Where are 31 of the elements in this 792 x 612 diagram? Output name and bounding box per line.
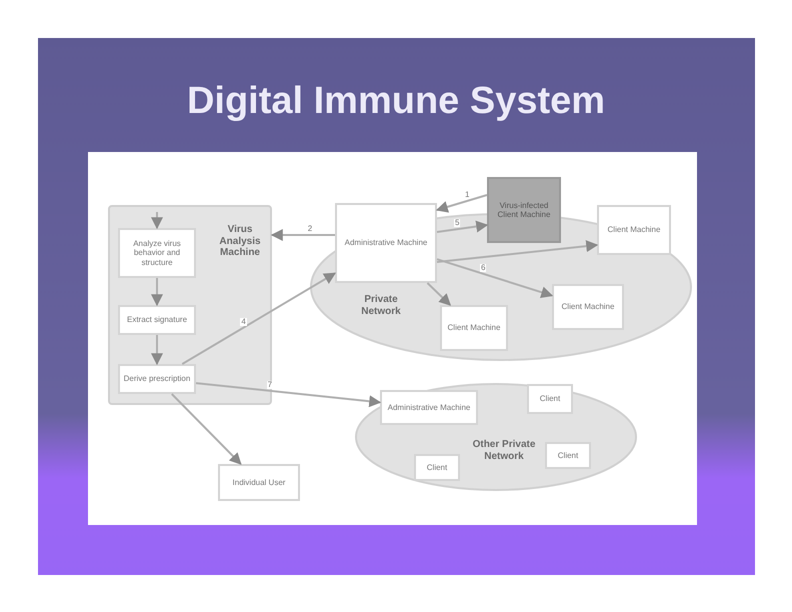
slide-title: Digital Immune System [186,80,606,123]
arrow [436,240,598,263]
machine-box: Client [545,442,591,469]
machine-box: Client Machine [552,284,624,330]
machine-box: Extract signature [118,305,196,335]
machine-box: Derive prescription [118,364,196,394]
machine-box: Client Machine [440,305,508,351]
network-label: Other Private Network [472,438,536,463]
machine-box: Client [527,384,573,414]
network-label: Virus Analysis Machine [218,223,262,260]
machine-box: Client Machine [597,205,671,255]
machine-box: Analyze virus behavior and structure [118,228,196,278]
machine-box: Administrative Machine [335,203,437,283]
arrow [182,272,336,365]
arrow [436,220,488,233]
arrow [436,258,554,298]
arrow [171,393,242,465]
network-label: Private Network [360,293,402,318]
machine-box: Client [414,454,460,481]
arrow [151,278,163,306]
infected-machine-box: Virus-infected Client Machine [487,177,561,243]
arrow [196,382,382,408]
arrow [426,282,452,306]
arrow [151,212,163,230]
edge-label: 5 [454,219,460,228]
edge-label: 1 [464,191,470,199]
arrow [151,335,163,366]
machine-box: Individual User [218,464,300,501]
arrow [436,194,488,213]
machine-box: Administrative Machine [380,390,478,425]
arrow [270,229,335,241]
